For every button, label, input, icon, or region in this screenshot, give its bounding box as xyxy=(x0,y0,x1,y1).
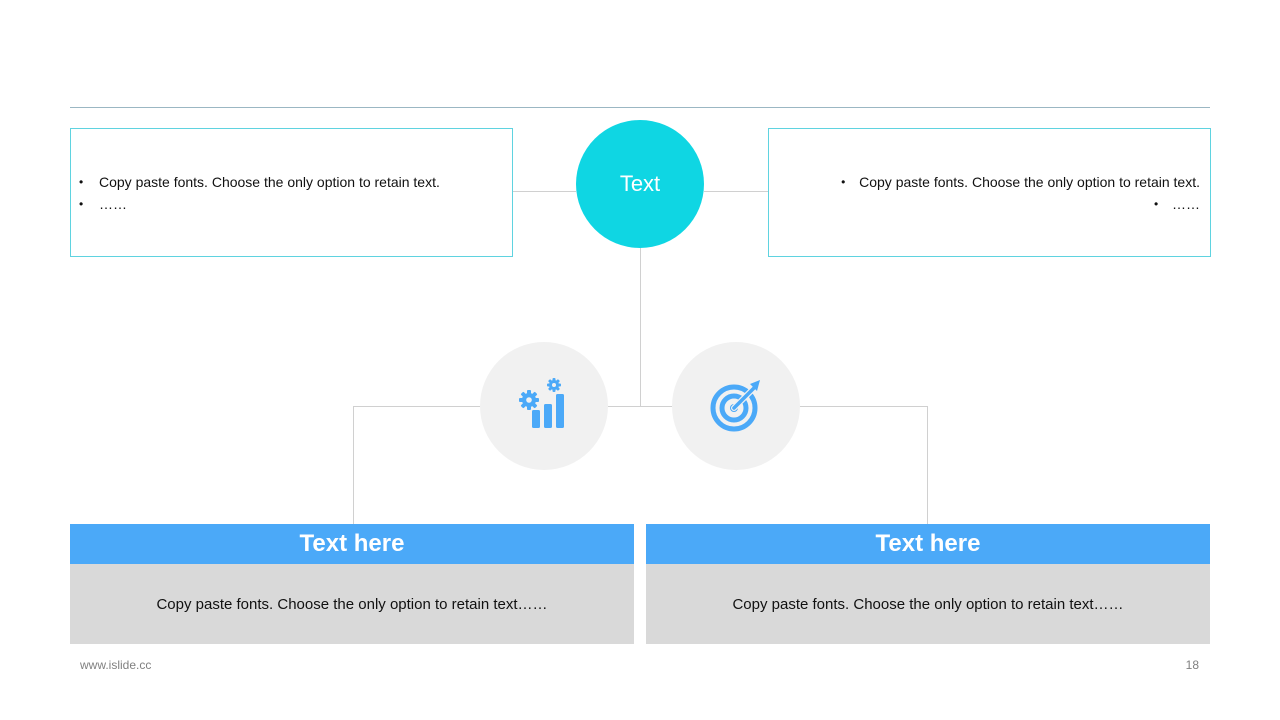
card-body-text: Copy paste fonts. Choose the only option… xyxy=(156,595,548,613)
bullet-dot: • xyxy=(79,196,84,211)
icon-circle-target xyxy=(672,342,800,470)
bullet-text: Copy paste fonts. Choose the only option… xyxy=(859,173,1200,190)
gear-bar-chart-icon xyxy=(519,378,564,428)
hub-label: Text xyxy=(619,171,661,196)
connector-hub-down xyxy=(640,248,641,407)
card-title: Text here xyxy=(70,524,634,564)
connector-left-box-to-hub xyxy=(513,191,576,192)
bullet-item: • …… xyxy=(79,193,512,215)
connector-right-branch xyxy=(800,406,928,407)
right-card: Text here Copy paste fonts. Choose the o… xyxy=(646,524,1210,644)
page-number: 18 xyxy=(1185,658,1199,672)
right-text-box: • Copy paste fonts. Choose the only opti… xyxy=(768,128,1211,257)
bullet-item: • …… xyxy=(1154,193,1200,215)
left-text-box: • Copy paste fonts. Choose the only opti… xyxy=(70,128,513,257)
connector-hub-to-right-box xyxy=(704,191,768,192)
hub-circle: Text xyxy=(576,120,704,248)
card-title: Text here xyxy=(646,524,1210,564)
bullet-item: • Copy paste fonts. Choose the only opti… xyxy=(841,171,1200,193)
connector-left-branch xyxy=(353,406,480,407)
bullet-text: Copy paste fonts. Choose the only option… xyxy=(99,173,440,190)
bullet-text: …… xyxy=(1172,195,1200,212)
card-body: Copy paste fonts. Choose the only option… xyxy=(646,564,1210,644)
bullet-text: …… xyxy=(99,195,127,212)
connector-left-drop xyxy=(353,406,354,524)
bullet-dot: • xyxy=(79,174,84,189)
target-arrow-icon xyxy=(710,380,760,432)
card-body: Copy paste fonts. Choose the only option… xyxy=(70,564,634,644)
footer-url: www.islide.cc xyxy=(80,658,152,672)
connector-icon-bridge xyxy=(608,406,672,407)
bullet-dot: • xyxy=(1154,196,1159,211)
icon-circle-chart xyxy=(480,342,608,470)
card-body-text: Copy paste fonts. Choose the only option… xyxy=(732,595,1124,613)
bullet-dot: • xyxy=(841,174,846,189)
connector-right-drop xyxy=(927,406,928,524)
left-card: Text here Copy paste fonts. Choose the o… xyxy=(70,524,634,644)
top-divider xyxy=(70,107,1210,108)
bullet-item: • Copy paste fonts. Choose the only opti… xyxy=(79,171,512,193)
